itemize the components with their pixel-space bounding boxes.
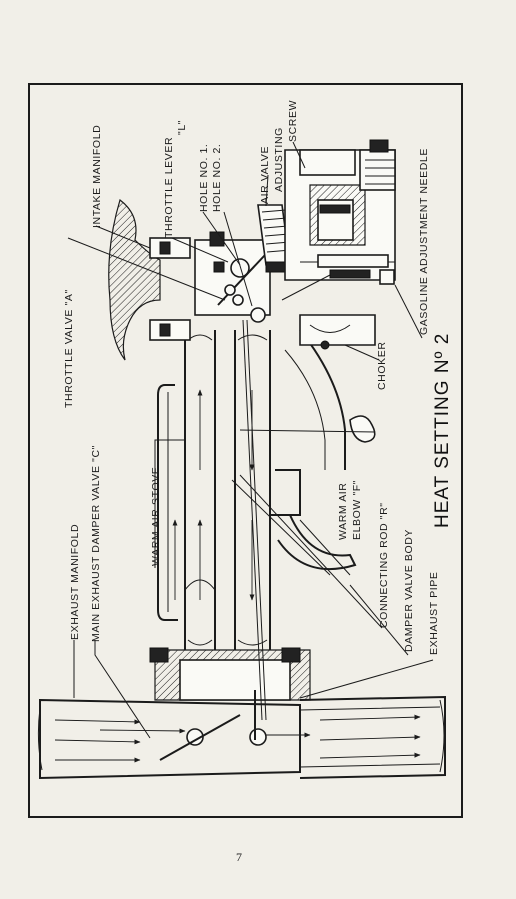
exhaust-pipe [37,695,446,780]
label-air-valve-line3: SCREW [287,100,299,142]
label-choker: CHOKER [376,341,388,390]
label-warm-air-elbow-line2: ELBOW "F" [351,480,363,540]
label-connecting-rod: CONNECTING ROD "R" [378,502,390,628]
page-number: 7 [236,850,242,864]
label-throttle-lever-line2: "L" [176,120,188,135]
leader-lines [67,141,434,739]
exhaust-manifold-column [184,319,271,721]
choker [239,314,376,443]
label-hole-no1: HOLE NO. 1. [198,144,210,212]
label-main-exhaust-damper-valve: MAIN EXHAUST DAMPER VALVE "C" [90,445,102,642]
label-throttle-valve: THROTTLE VALVE "A" [63,289,75,408]
throttle-assembly [194,231,271,323]
label-damper-valve-body: DAMPER VALVE BODY [403,529,415,652]
label-air-valve-line2: ADJUSTING [273,127,285,192]
label-intake-manifold: INTAKE MANIFOLD [91,125,103,228]
carburetor-body [281,139,396,301]
label-gasoline-adjustment-needle: GASOLINE ADJUSTMENT NEEDLE [418,148,430,335]
label-warm-air-elbow-line1: WARM AIR [337,483,349,541]
label-hole-no2: HOLE NO. 2. [211,144,223,212]
diagram-labels: EXHAUST MANIFOLD MAIN EXHAUST DAMPER VAL… [63,100,453,655]
warm-air-stove [157,384,178,621]
label-air-valve-line1: AIR VALVE [259,146,271,204]
label-exhaust-pipe: EXHAUST PIPE [428,572,440,655]
intake-manifold [108,199,191,361]
label-warm-air-stove: WARM AIR STOVE [150,467,162,566]
label-throttle-lever-line1: THROTTLE LEVER [163,137,175,238]
diagram-frame [28,83,463,818]
label-exhaust-manifold: EXHAUST MANIFOLD [69,524,81,640]
diagram-title: HEAT SETTING Nº 2 [432,333,453,528]
air-valve-spring [257,204,292,273]
